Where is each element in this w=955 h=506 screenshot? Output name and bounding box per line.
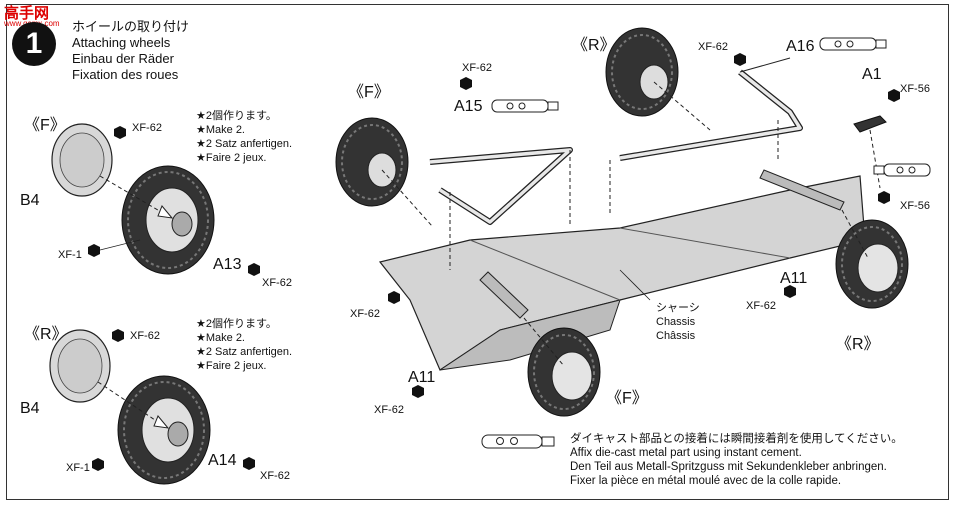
paint-a11-left: XF-62 bbox=[374, 404, 404, 416]
rear-paint-2: XF-1 bbox=[66, 462, 90, 474]
front-part-a13: A13 bbox=[213, 256, 242, 273]
front-note-fr: ★Faire 2 jeux. bbox=[196, 152, 267, 164]
paint-dot-icon bbox=[248, 263, 260, 276]
paint-dot-icon bbox=[388, 291, 400, 304]
marker-front-top: 《F》 bbox=[348, 84, 390, 101]
paint-dot-icon bbox=[888, 89, 900, 102]
rear-wheel-diagram bbox=[49, 329, 255, 485]
part-a16: A16 bbox=[786, 38, 815, 55]
glue-tube-icon bbox=[491, 99, 559, 113]
rear-paint-1: XF-62 bbox=[130, 330, 160, 342]
rear-marker: 《R》 bbox=[24, 326, 68, 343]
paint-dot-icon bbox=[112, 329, 124, 342]
rear-paint-3: XF-62 bbox=[260, 470, 290, 482]
part-a1: A1 bbox=[862, 66, 882, 83]
chassis-label-jp: シャーシ bbox=[656, 302, 700, 314]
glue-tube-icon bbox=[481, 434, 555, 449]
front-note-de: ★2 Satz anfertigen. bbox=[196, 138, 293, 150]
paint-dot-icon bbox=[412, 385, 424, 398]
paint-dot-icon bbox=[92, 458, 104, 471]
chassis-diagram bbox=[335, 27, 931, 417]
paint-dot-icon bbox=[88, 244, 100, 257]
step-number: 1 bbox=[25, 27, 43, 60]
chassis-label-en: Chassis bbox=[656, 316, 696, 328]
paint-a11-right: XF-62 bbox=[746, 300, 776, 312]
paint-dot-icon bbox=[878, 191, 890, 204]
part-a11-right: A11 bbox=[780, 270, 808, 287]
part-a11-left: A11 bbox=[408, 369, 436, 386]
rear-note-fr: ★Faire 2 jeux. bbox=[196, 360, 267, 372]
rear-note-de: ★2 Satz anfertigen. bbox=[196, 346, 293, 358]
paint-a16: XF-62 bbox=[698, 41, 728, 53]
glue-tube-icon bbox=[873, 163, 931, 177]
glue-tube-icon bbox=[819, 37, 887, 51]
paint-a1: XF-56 bbox=[900, 83, 930, 95]
front-marker: 《F》 bbox=[24, 117, 66, 134]
paint-dot-icon bbox=[114, 126, 126, 139]
front-note-jp: ★2個作ります。 bbox=[196, 110, 277, 122]
paint-dot-icon bbox=[734, 53, 746, 66]
chassis-label-fr: Châssis bbox=[656, 330, 696, 342]
front-paint-2: XF-1 bbox=[58, 249, 82, 261]
paint-chassis-left: XF-62 bbox=[350, 308, 380, 320]
step-number-badge: 1 bbox=[12, 22, 56, 66]
paint-dot-icon bbox=[460, 77, 472, 90]
note-fr: Fixer la pièce en métal moulé avec de la… bbox=[570, 475, 842, 487]
paint-right: XF-56 bbox=[900, 200, 930, 212]
rear-part-a14: A14 bbox=[208, 452, 237, 469]
front-part-b4: B4 bbox=[20, 192, 40, 209]
front-note-en: ★Make 2. bbox=[196, 124, 245, 136]
rear-part-b4: B4 bbox=[20, 400, 40, 417]
part-a15: A15 bbox=[454, 98, 483, 115]
note-jp: ダイキャスト部品との接着には瞬間接着剤を使用してください。 bbox=[570, 433, 903, 445]
marker-rear-top: 《R》 bbox=[572, 37, 616, 54]
step-title-fr: Fixation des roues bbox=[72, 67, 179, 82]
marker-front-bottom: 《F》 bbox=[606, 390, 648, 407]
paint-dot-icon bbox=[243, 457, 255, 470]
paint-dot-icon bbox=[784, 285, 796, 298]
front-paint-1: XF-62 bbox=[132, 122, 162, 134]
front-paint-3: XF-62 bbox=[262, 277, 292, 289]
step-title-jp: ホイールの取り付け bbox=[72, 19, 190, 34]
note-en: Affix die-cast metal part using instant … bbox=[570, 447, 802, 459]
step-title-en: Attaching wheels bbox=[72, 35, 171, 50]
marker-rear-right: 《R》 bbox=[836, 336, 880, 353]
rear-note-en: ★Make 2. bbox=[196, 332, 245, 344]
front-wheel-diagram bbox=[51, 123, 260, 276]
step-title-de: Einbau der Räder bbox=[72, 51, 174, 66]
paint-a15: XF-62 bbox=[462, 62, 492, 74]
rear-note-jp: ★2個作ります。 bbox=[196, 318, 277, 330]
logo-text: 高手网 bbox=[4, 5, 50, 22]
note-de: Den Teil aus Metall-Spritzguss mit Sekun… bbox=[570, 461, 887, 473]
